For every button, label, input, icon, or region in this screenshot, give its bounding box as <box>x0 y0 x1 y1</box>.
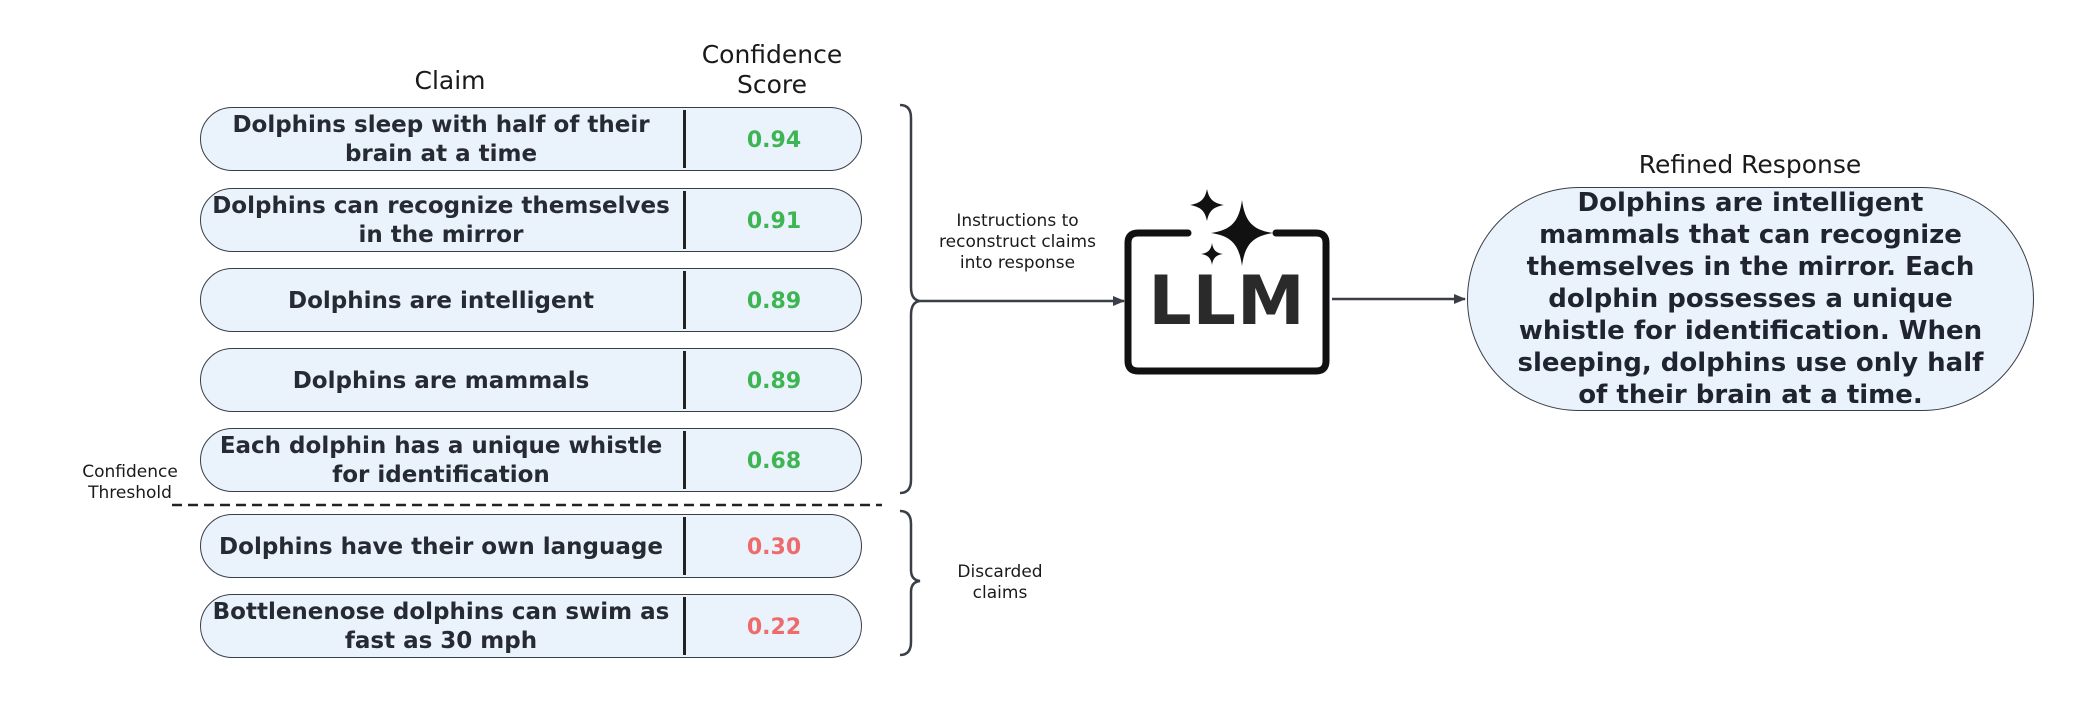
discarded-claims-brace <box>899 509 921 657</box>
confidence-score: 0.68 <box>746 448 802 474</box>
claim-text: Dolphins have their own language <box>219 533 663 560</box>
discarded-claims-label: Discarded claims <box>957 562 1043 603</box>
claim-column-header: Claim <box>414 66 486 95</box>
confidence-score-header-line1: Confidence <box>701 40 843 69</box>
claim-text: Dolphins are intelligent <box>288 287 594 314</box>
confidence-score: 0.91 <box>746 208 802 234</box>
confidence-threshold-label: Confidence Threshold <box>82 462 178 503</box>
refined-response-header: Refined Response <box>1638 150 1862 179</box>
llm-label: LLM <box>1148 261 1306 341</box>
confidence-score: 0.94 <box>746 127 802 153</box>
row-divider <box>683 110 686 168</box>
refined-response-text: Dolphins are intelligent mammals that ca… <box>1517 188 1984 410</box>
row-divider <box>683 431 686 489</box>
row-divider <box>683 191 686 249</box>
confidence-score-header: Confidence Score <box>672 40 872 100</box>
claim-text: Dolphins are mammals <box>292 367 590 394</box>
sparkle-icon <box>1190 189 1273 266</box>
llm-box <box>1124 229 1330 375</box>
confidence-score: 0.22 <box>746 614 802 640</box>
accepted-claims-brace <box>899 103 921 495</box>
claim-row: Dolphins have their own language 0.30 <box>200 514 862 578</box>
claim-row: Dolphins are mammals 0.89 <box>200 348 862 412</box>
row-divider <box>683 517 686 575</box>
confidence-score: 0.89 <box>746 288 802 314</box>
row-divider <box>683 271 686 329</box>
confidence-score: 0.30 <box>746 534 802 560</box>
row-divider <box>683 351 686 409</box>
confidence-score: 0.89 <box>746 368 802 394</box>
claim-row: Dolphins are intelligent 0.89 <box>200 268 862 332</box>
confidence-score-header-line2: Score <box>736 70 808 99</box>
instructions-label: Instructions to reconstruct claims into … <box>939 211 1096 273</box>
refined-response-bubble: Dolphins are intelligent mammals that ca… <box>1467 187 2034 411</box>
row-divider <box>683 597 686 655</box>
